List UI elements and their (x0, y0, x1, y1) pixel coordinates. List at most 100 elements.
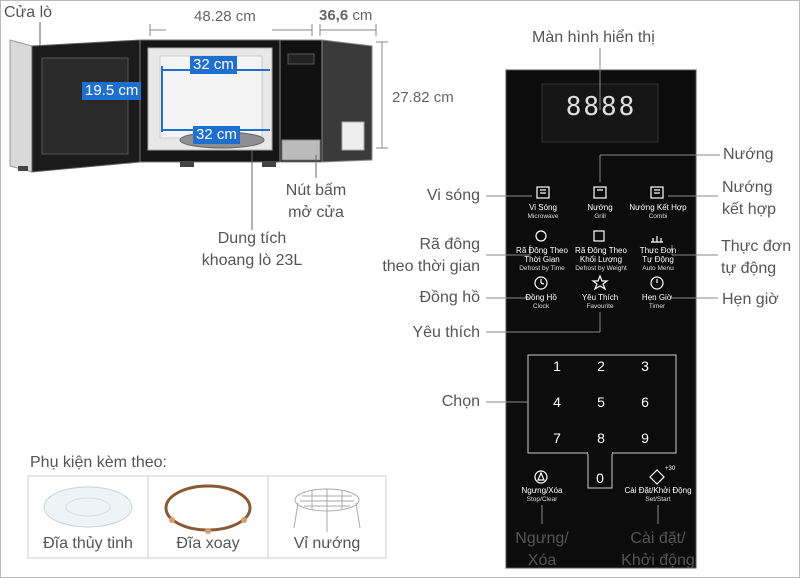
key-9[interactable]: 9 (641, 430, 649, 446)
capacity-line-1: Dung tích (217, 230, 287, 247)
microwave-button-en: Microwave (527, 213, 559, 220)
depth-unit: cm (352, 7, 373, 24)
accessory-box-3 (267, 475, 387, 559)
combi-callout: Nướng kết hợp (722, 177, 776, 221)
start-callout: Cài đặt/ Khởi động (610, 528, 706, 572)
accessory-grill-rack: Vỉ nướng (293, 535, 361, 552)
star-icon (591, 274, 609, 291)
combi-callout-line-2: kết hợp (722, 201, 777, 218)
inner-height-label: 19.5 cm (82, 82, 142, 100)
door-button-line-1: Nút bấm (285, 182, 347, 199)
accessories-title: Phụ kiện kèm theo: (30, 454, 167, 471)
key-3[interactable]: 3 (641, 358, 649, 374)
grill-callout: Nướng (723, 146, 774, 163)
panel-leaders (486, 48, 720, 524)
auto-menu-vi2: Tự Động (642, 255, 674, 264)
control-panel (505, 69, 697, 569)
defrost-time-vi1: Rã Đông Theo (516, 246, 568, 255)
display-callout: Màn hình hiển thị (532, 29, 655, 46)
height-dimension: 27.82 cm (392, 89, 454, 106)
key-5[interactable]: 5 (597, 394, 605, 410)
combi-button-en: Combi (648, 213, 668, 220)
clock-button-en: Clock (532, 303, 550, 310)
auto-menu-callout-line-1: Thực đơn (721, 238, 792, 255)
door-button-line-2: mở cửa (288, 204, 344, 221)
grill-button-en: Grill (594, 213, 606, 220)
key-7[interactable]: 7 (553, 430, 561, 446)
key-6[interactable]: 6 (641, 394, 649, 410)
depth-value: 36,6 (319, 7, 349, 24)
grill-rack (293, 488, 361, 532)
defrost-weight-vi2: Khối Lượng (579, 255, 623, 264)
stop-callout-line-2: Xóa (527, 552, 557, 569)
accessories-illustrations (27, 475, 387, 559)
inner-depth-label: 32 cm (193, 126, 240, 144)
dimension-lines (149, 24, 388, 149)
microwave-leaders (39, 22, 317, 230)
key-1[interactable]: 1 (553, 358, 561, 374)
accessory-turntable: Đĩa xoay (176, 535, 240, 552)
timer-button-en: Timer (648, 303, 666, 310)
key-0[interactable]: 0 (596, 470, 604, 486)
defrost-time-callout-line-1: Rã đông (419, 236, 481, 253)
stop-icon (534, 470, 548, 484)
plus30-badge: +30 (665, 466, 676, 472)
combi-button-vi: Nướng Kết Hợp (629, 203, 687, 212)
width-dimension: 48.28 cm (194, 8, 256, 25)
microwave-illustration (9, 39, 373, 173)
start-callout-line-2: Khởi động (621, 552, 695, 569)
door-button-label: Nút bấm mở cửa (274, 180, 358, 224)
microwave-icon (536, 186, 550, 199)
key-8[interactable]: 8 (597, 430, 605, 446)
key-2[interactable]: 2 (597, 358, 605, 374)
combi-callout-line-1: Nướng (722, 179, 773, 196)
favourite-button-en: Favourite (586, 303, 614, 310)
defrost-time-icon (535, 230, 547, 242)
auto-menu-vi1: Thực Đơn (639, 246, 677, 255)
timer-icon (650, 276, 664, 290)
defrost-time-callout: Rã đông theo thời gian (360, 234, 480, 278)
defrost-time-vi2: Thời Gian (524, 255, 560, 264)
accessory-glass-plate: Đĩa thủy tinh (43, 535, 133, 552)
stop-callout: Ngưng/ Xóa (502, 528, 582, 572)
auto-menu-callout: Thực đơn tự động (721, 236, 791, 280)
auto-menu-en: Auto Menu (642, 265, 674, 272)
capacity-line-2: khoang lò 23L (201, 252, 303, 269)
key-4[interactable]: 4 (553, 394, 561, 410)
depth-dimension: 36,6 cm (319, 7, 372, 24)
timer-callout: Hẹn giờ (722, 291, 779, 308)
timer-button-vi: Hẹn Giờ (641, 293, 673, 302)
defrost-weight-icon (593, 230, 605, 242)
select-callout: Chọn (441, 393, 480, 410)
defrost-time-en: Defrost by Time (519, 265, 565, 272)
favourite-button-vi: Yêu Thích (581, 293, 619, 302)
combi-icon (650, 186, 664, 199)
start-en: Set/Start (645, 496, 671, 503)
stop-vi: Ngưng/Xóa (521, 486, 563, 495)
stop-en: Stop/Clear (526, 496, 558, 503)
defrost-weight-en: Defrost by Weight (575, 265, 627, 272)
door-label: Cửa lò (4, 4, 53, 21)
panel-icons (534, 186, 665, 485)
glass-plate (43, 486, 133, 528)
defrost-weight-vi1: Rã Đông Theo (575, 246, 627, 255)
microwave-callout: Vi sóng (426, 187, 480, 204)
microwave-button-vi: Vi Sóng (529, 203, 557, 212)
clock-icon (534, 276, 548, 290)
grill-icon (593, 186, 607, 199)
grill-button-vi: Nướng (587, 203, 613, 212)
start-vi: Cài Đặt/Khởi Động (624, 486, 692, 495)
